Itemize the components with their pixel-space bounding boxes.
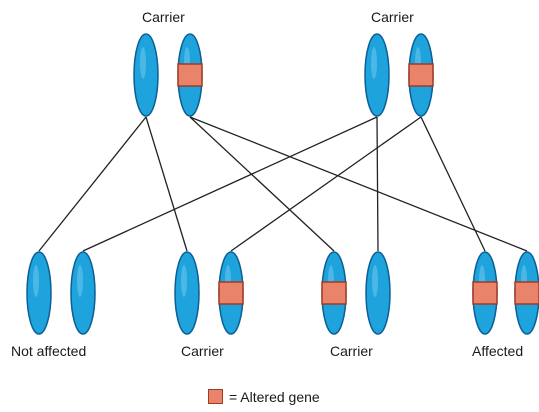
inheritance-line-3 <box>189 116 335 252</box>
child-4-chromosome-2-altered-gene <box>514 281 539 305</box>
parent-2-label: Carrier <box>371 9 414 25</box>
child-1-label: Not affected <box>11 343 87 359</box>
parent-1-chromosome-2 <box>177 33 203 117</box>
parent-2-chromosome-1-body <box>364 33 390 117</box>
inheritance-line-8 <box>420 116 486 252</box>
child-1-chromosome-1-highlight <box>33 265 39 297</box>
parent-2-chromosome-2 <box>408 33 434 117</box>
child-2-chromosome-1-highlight <box>181 265 187 297</box>
child-4-label: Affected <box>472 343 524 359</box>
altered-gene-legend-swatch <box>208 389 223 404</box>
inheritance-line-6 <box>376 116 379 252</box>
child-3-chromosome-1 <box>321 251 347 335</box>
parent-1-chromosome-1-body <box>133 33 159 117</box>
inheritance-line-5 <box>82 116 378 252</box>
child-1-chromosome-2-body <box>70 251 96 335</box>
child-2-chromosome-1-body <box>174 251 200 335</box>
child-1-chromosome-2 <box>70 251 96 335</box>
parent-1-label: Carrier <box>142 9 185 25</box>
child-3-chromosome-1-altered-gene <box>321 281 347 305</box>
parent-2-chromosome-2-altered-gene <box>408 63 434 87</box>
child-1-chromosome-2-highlight <box>77 265 83 297</box>
child-3-chromosome-2-highlight <box>372 265 378 297</box>
parent-2-chromosome-1-highlight <box>371 47 377 79</box>
child-4-chromosome-2 <box>514 251 539 335</box>
parent-1-chromosome-1 <box>133 33 159 117</box>
parent-1-chromosome-2-altered-gene <box>177 63 203 87</box>
child-1-chromosome-1 <box>26 251 52 335</box>
inheritance-lines <box>38 116 528 252</box>
legend-text: = Altered gene <box>229 389 320 405</box>
child-2-chromosome-2 <box>218 251 244 335</box>
child-2-chromosome-2-altered-gene <box>218 281 244 305</box>
parent-2-chromosome-1 <box>364 33 390 117</box>
child-2-chromosome-1 <box>174 251 200 335</box>
child-2-label: Carrier <box>181 343 224 359</box>
child-1-chromosome-1-body <box>26 251 52 335</box>
inheritance-line-7 <box>230 116 422 252</box>
child-4-chromosome-1-altered-gene <box>472 281 498 305</box>
parent-1-chromosome-1-highlight <box>140 47 146 79</box>
inheritance-line-4 <box>189 116 528 252</box>
inheritance-line-1 <box>38 116 147 252</box>
child-3-chromosome-2 <box>365 251 391 335</box>
chromosomes <box>26 33 539 335</box>
child-3-chromosome-2-body <box>365 251 391 335</box>
child-4-chromosome-1 <box>472 251 498 335</box>
inheritance-line-2 <box>145 116 188 252</box>
child-3-label: Carrier <box>330 343 373 359</box>
